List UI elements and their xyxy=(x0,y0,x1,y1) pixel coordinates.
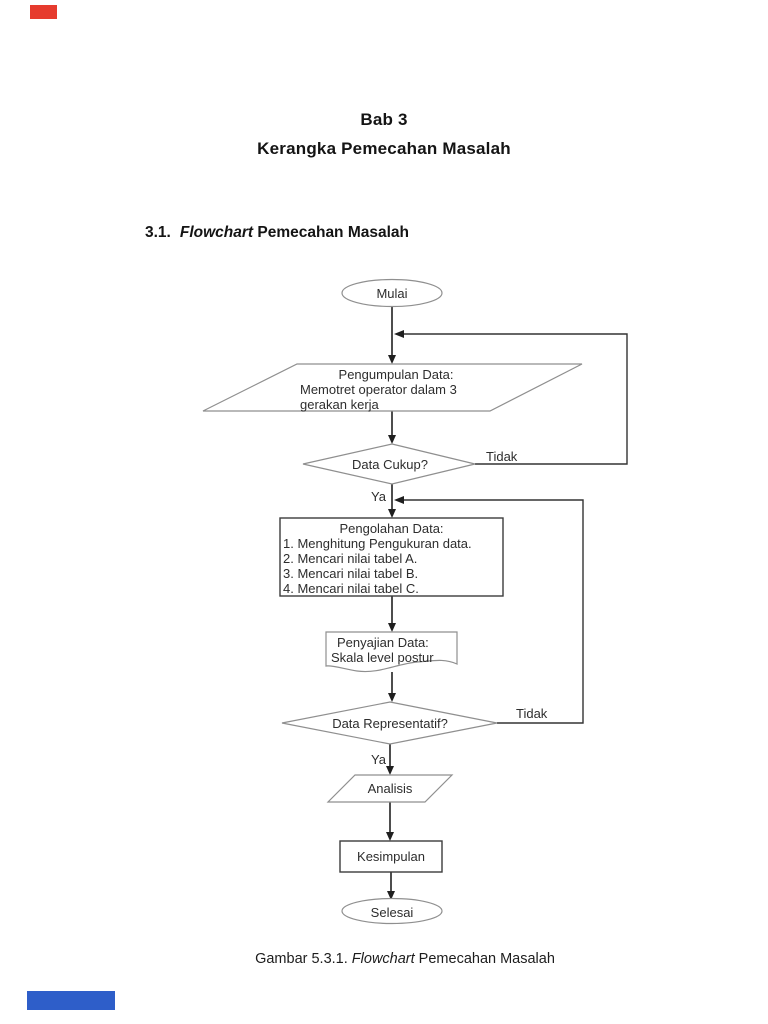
decision2-diamond xyxy=(281,701,498,745)
loop-tidak1-line xyxy=(398,333,628,465)
arrowhead-process-icon xyxy=(388,509,396,518)
decision2-no-label: Tidak xyxy=(516,706,548,721)
decision1-label: Data Cukup? xyxy=(352,457,428,472)
start-label: Mulai xyxy=(376,286,408,301)
collect-parallelogram xyxy=(202,363,583,412)
conclusion-rectangle xyxy=(339,840,443,873)
decision2-yes-label: Ya xyxy=(371,752,386,767)
document-line2: Skala level postur xyxy=(331,650,434,665)
section-number: 3.1. xyxy=(145,224,171,241)
arrowhead-collect-icon xyxy=(388,355,396,364)
loop-tidak1-arrowhead-icon xyxy=(394,330,404,338)
loop-tidak2-line xyxy=(398,499,584,724)
process-item: 3. Mencari nilai tabel B. xyxy=(283,566,419,581)
caption-suffix: Pemecahan Masalah xyxy=(414,951,555,967)
collect-text: Pengumpulan Data: Memotret operator dala… xyxy=(300,367,492,412)
decision1-yes-label: Ya xyxy=(371,489,386,504)
arrowhead-decision1-icon xyxy=(388,435,396,444)
loop-tidak2-arrowhead-icon xyxy=(394,496,404,504)
collect-line1: Pengumpulan Data: xyxy=(338,367,454,382)
process-line1: Pengolahan Data: xyxy=(339,521,444,536)
arrowhead-analysis-icon xyxy=(386,766,394,775)
decision1-diamond xyxy=(302,443,476,485)
decision1-no-label: Tidak xyxy=(486,449,518,464)
arrowhead-document-icon xyxy=(388,623,396,632)
conclusion-label: Kesimpulan xyxy=(357,849,425,864)
process-item: 4. Mencari nilai tabel C. xyxy=(283,581,419,596)
red-marker xyxy=(30,5,57,19)
arrowhead-conclusion-icon xyxy=(386,832,394,841)
caption-italic: Flowchart xyxy=(351,951,415,967)
collect-line2: Memotret operator dalam 3 xyxy=(300,382,457,397)
process-text: Pengolahan Data: 1. Menghitung Pengukura… xyxy=(283,521,500,596)
process-item: 1. Menghitung Pengukuran data. xyxy=(283,536,472,551)
decision2-label: Data Representatif? xyxy=(332,716,448,731)
start-ellipse xyxy=(341,278,443,308)
end-ellipse xyxy=(341,897,443,925)
arrowhead-end-icon xyxy=(387,891,395,900)
document-text: Penyajian Data: Skala level postur xyxy=(331,635,455,665)
arrowhead-decision2-icon xyxy=(388,693,396,702)
chapter-heading: Bab 3 xyxy=(360,110,408,129)
section-title-rest: Pemecahan Masalah xyxy=(253,224,410,241)
caption-prefix: Gambar 5.3.1. xyxy=(255,951,352,967)
document-line1: Penyajian Data: xyxy=(337,635,429,650)
collect-line3: gerakan kerja xyxy=(300,397,379,412)
process-rectangle xyxy=(279,517,504,597)
document-shape xyxy=(325,631,458,673)
section-heading: 3.1. Flowchart Pemecahan Masalah xyxy=(145,224,409,242)
process-item: 2. Mencari nilai tabel A. xyxy=(283,551,418,566)
section-title-italic: Flowchart xyxy=(179,224,254,241)
analysis-parallelogram xyxy=(326,774,454,803)
figure-caption: Gambar 5.3.1. Flowchart Pemecahan Masala… xyxy=(0,951,768,967)
analysis-label: Analisis xyxy=(367,781,413,796)
blue-marker xyxy=(27,991,115,1010)
chapter-title: Kerangka Pemecahan Masalah xyxy=(257,139,511,158)
end-label: Selesai xyxy=(370,905,414,920)
